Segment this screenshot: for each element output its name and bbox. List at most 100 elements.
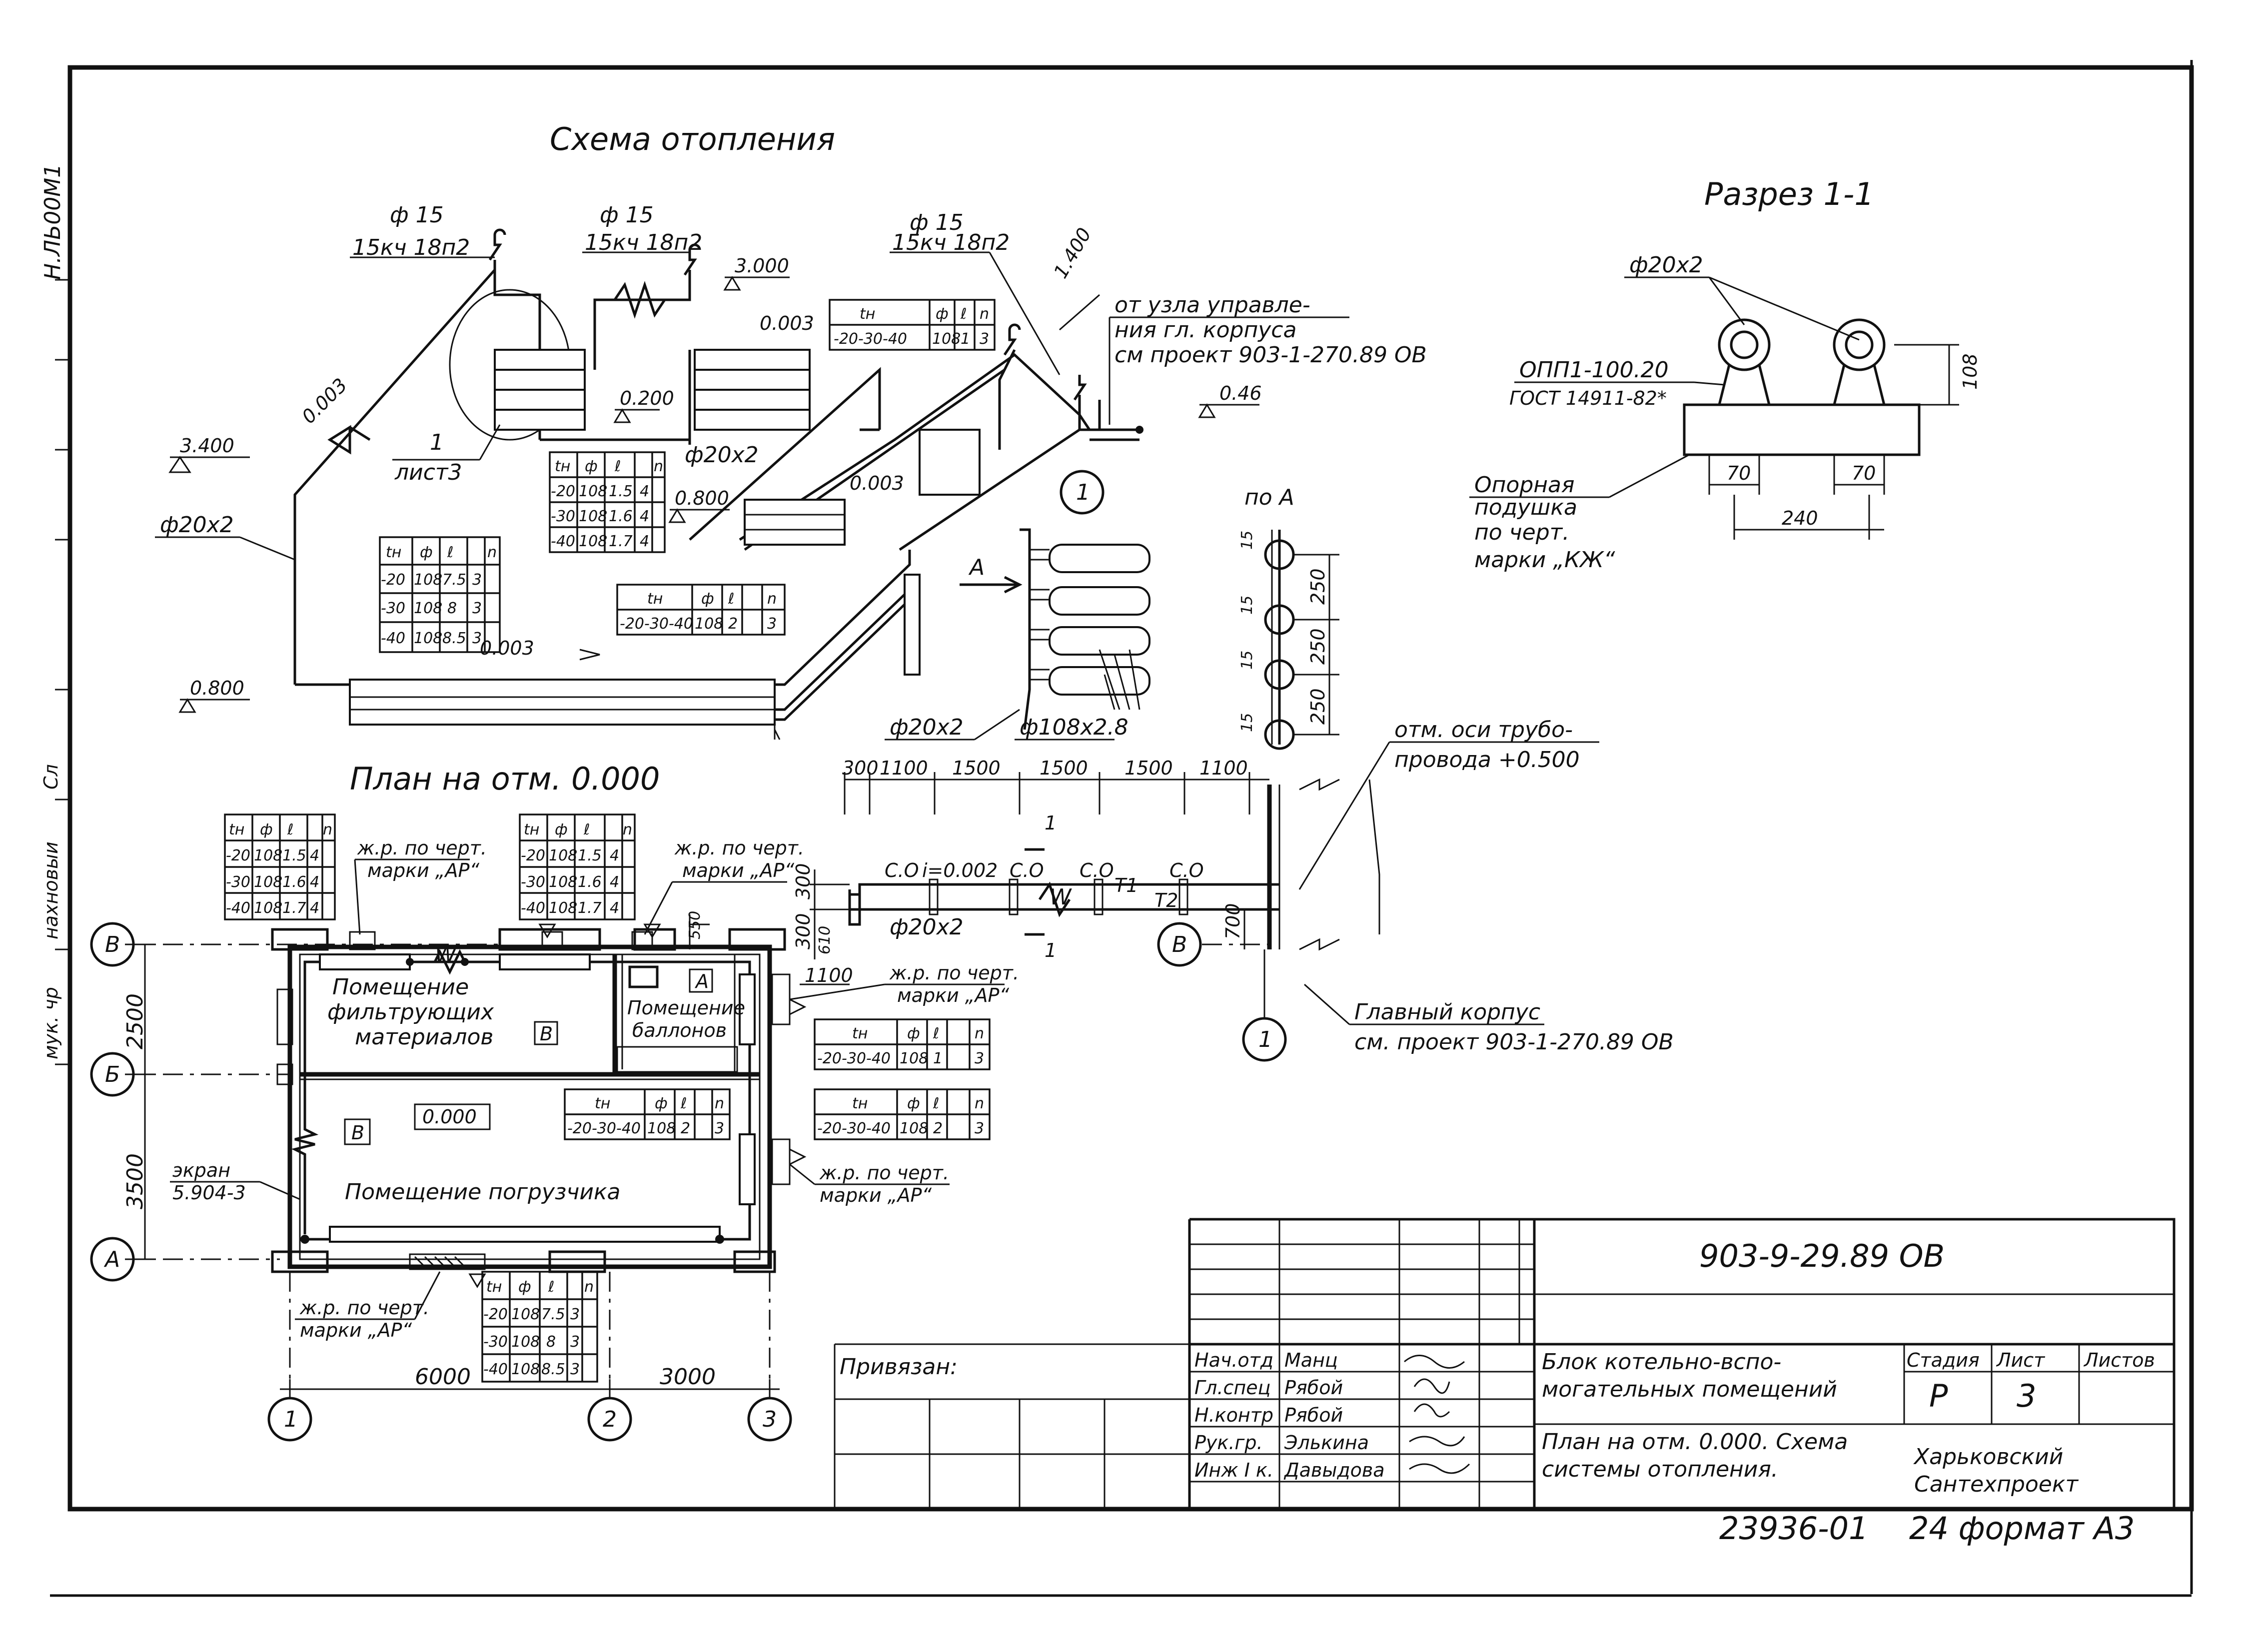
svg-text:108: 108 bbox=[900, 1050, 928, 1067]
svg-text:108: 108 bbox=[579, 533, 607, 550]
svg-text:ф: ф bbox=[907, 1095, 920, 1112]
net-axis-bubble-v: В bbox=[1157, 922, 1202, 967]
building-name-2: могательных помещений bbox=[1542, 1377, 1837, 1402]
table-scheme-reg4: tн ф ℓ n -20 108 1.5 4 -30 108 1.6 4 -40… bbox=[549, 451, 666, 553]
pipe-label-dia-3: ф 15 bbox=[910, 210, 964, 235]
svg-text:108: 108 bbox=[254, 873, 282, 891]
svg-text:tн: tн bbox=[860, 305, 875, 323]
slope-label-3: 0.003 bbox=[760, 312, 814, 334]
table-plan-reg3-bottom: tн ф ℓ n -20 108 7.5 3 -30 108 8 3 -40 1… bbox=[481, 1271, 598, 1383]
svg-text:0.200: 0.200 bbox=[620, 387, 674, 409]
heating-scheme-title: Схема отопления bbox=[550, 121, 835, 157]
grille-note-5-b: марки „АР“ bbox=[300, 1319, 412, 1341]
svg-text:1.5: 1.5 bbox=[578, 847, 602, 864]
svg-text:n: n bbox=[654, 458, 663, 475]
net-label-co-2: С.О bbox=[1010, 859, 1044, 881]
building-name-1: Блок котельно-вспо- bbox=[1542, 1349, 1781, 1375]
svg-text:1.6: 1.6 bbox=[282, 873, 306, 891]
net-label-co-3: С.О bbox=[1080, 859, 1114, 881]
main-pipe-label: ф20х2 bbox=[160, 512, 234, 538]
svg-text:1.7: 1.7 bbox=[282, 899, 306, 917]
table-plan-single-2: tн ф ℓ n -20-30-40 108 2 3 bbox=[814, 1088, 991, 1140]
svg-text:ф: ф bbox=[518, 1278, 531, 1296]
view-po-a-gap-3: 15 bbox=[1238, 651, 1256, 670]
plan-dim-3000: 3000 bbox=[660, 1364, 716, 1390]
plan-small-dim-610: 610 bbox=[816, 926, 834, 954]
floor-plan: План на отм. 0.000 bbox=[90, 761, 1019, 1442]
level-mark-0200: 0.200 bbox=[613, 387, 674, 423]
svg-text:108: 108 bbox=[549, 899, 577, 917]
section-dim-240: 240 bbox=[1782, 507, 1818, 529]
svg-text:3: 3 bbox=[975, 1120, 984, 1137]
svg-text:-20-30-40: -20-30-40 bbox=[817, 1120, 891, 1137]
svg-text:Б: Б bbox=[105, 1062, 120, 1087]
axis-bubble-2: 2 bbox=[587, 1397, 632, 1442]
svg-text:4: 4 bbox=[640, 533, 649, 550]
footer-code: 23936-01 bbox=[1719, 1510, 1869, 1547]
level-mark-0800-b: 0.800 bbox=[178, 677, 250, 713]
level-mark-1400: 1.400 bbox=[1050, 224, 1096, 282]
axis-bubble-b: Б bbox=[90, 1052, 135, 1097]
table-scheme-single-2: tн ф ℓ n -20-30-40 108 2 3 bbox=[616, 584, 786, 636]
net-pipe-label: ф20х2 bbox=[890, 914, 964, 940]
sheets-head: Листов bbox=[2083, 1349, 2155, 1371]
axis-note-2: провода +0.500 bbox=[1394, 747, 1580, 773]
view-po-a-title: по А bbox=[1244, 485, 1294, 510]
svg-text:0.46: 0.46 bbox=[1219, 382, 1262, 404]
section-pad-4: марки „КЖ“ bbox=[1474, 547, 1615, 573]
svg-text:3.400: 3.400 bbox=[180, 435, 234, 457]
room-label-cyl-1: Помещение bbox=[627, 997, 745, 1019]
role-5: Инж I к. bbox=[1194, 1459, 1273, 1481]
radiator-cluster-2 bbox=[694, 349, 811, 431]
svg-text:tн: tн bbox=[486, 1278, 502, 1296]
svg-text:ℓ: ℓ bbox=[933, 1095, 939, 1112]
grille-note-5-a: ж.р. по черт. bbox=[299, 1297, 429, 1319]
svg-text:-40: -40 bbox=[483, 1361, 508, 1378]
grille-note-3-a: ж.р. по черт. bbox=[889, 962, 1019, 984]
svg-text:3: 3 bbox=[767, 615, 777, 633]
grille-note-3-b: марки „АР“ bbox=[897, 984, 1009, 1006]
main-building-1: Главный корпус bbox=[1354, 999, 1540, 1025]
svg-text:4: 4 bbox=[310, 899, 319, 917]
pipe-label-valve-3: 15кч 18п2 bbox=[892, 230, 1010, 255]
plan-w-label: W bbox=[435, 942, 457, 967]
grille-note-1-a: ж.р. по черт. bbox=[357, 837, 487, 859]
view-po-a-gap-4: 15 bbox=[1238, 713, 1256, 732]
svg-text:1.6: 1.6 bbox=[578, 873, 602, 891]
axis-bubble-3: 3 bbox=[747, 1397, 792, 1442]
svg-text:4: 4 bbox=[310, 873, 319, 891]
sheet-desc-1: План на отм. 0.000. Схема bbox=[1542, 1429, 1848, 1455]
room-cat-v-2: В bbox=[351, 1122, 364, 1144]
view-po-a-dim-3: 250 bbox=[1307, 688, 1329, 725]
svg-text:ф: ф bbox=[655, 1095, 668, 1112]
svg-text:3: 3 bbox=[472, 630, 482, 647]
grille-note-1-b: марки „АР“ bbox=[367, 859, 479, 881]
svg-text:-20-30-40: -20-30-40 bbox=[817, 1050, 891, 1067]
svg-text:108: 108 bbox=[932, 330, 961, 348]
svg-text:7.5: 7.5 bbox=[541, 1306, 565, 1323]
view-a-radiators bbox=[1049, 544, 1150, 696]
side-stamp-code: Н.ЛЬ00М1 bbox=[40, 164, 65, 280]
svg-text:1: 1 bbox=[961, 330, 970, 348]
table-scheme-single-1: tн ф ℓ n -20-30-40 108 1 3 bbox=[829, 299, 996, 351]
svg-text:-30: -30 bbox=[381, 600, 405, 617]
svg-text:108: 108 bbox=[549, 847, 577, 864]
side-label-3: Сл bbox=[40, 764, 62, 790]
section-1-1: Разрез 1-1 ф20х2 ОПП1-100.20 ГОСТ 14911-… bbox=[1469, 176, 1981, 573]
level-mark-3400: 3.400 bbox=[168, 435, 250, 473]
svg-text:А: А bbox=[103, 1247, 120, 1272]
svg-text:ф: ф bbox=[701, 590, 714, 608]
view-a-reg-label: ф108х2.8 bbox=[1020, 715, 1128, 740]
section-pad-2: подушка bbox=[1474, 495, 1577, 520]
pipe-support-1 bbox=[1717, 318, 1771, 406]
grille-note-4-a: ж.р. по черт. bbox=[819, 1162, 949, 1184]
stage-value: Р bbox=[1929, 1378, 1948, 1414]
svg-text:n: n bbox=[584, 1278, 594, 1296]
svg-text:4: 4 bbox=[610, 847, 619, 864]
main-building-2: см. проект 903-1-270.89 ОВ bbox=[1354, 1029, 1674, 1055]
svg-text:-40: -40 bbox=[226, 899, 250, 917]
svg-text:ℓ: ℓ bbox=[583, 821, 590, 838]
svg-text:ф: ф bbox=[907, 1025, 920, 1042]
footer-format: 24 формат А3 bbox=[1909, 1510, 2135, 1547]
sheet-frame bbox=[50, 60, 2194, 1597]
